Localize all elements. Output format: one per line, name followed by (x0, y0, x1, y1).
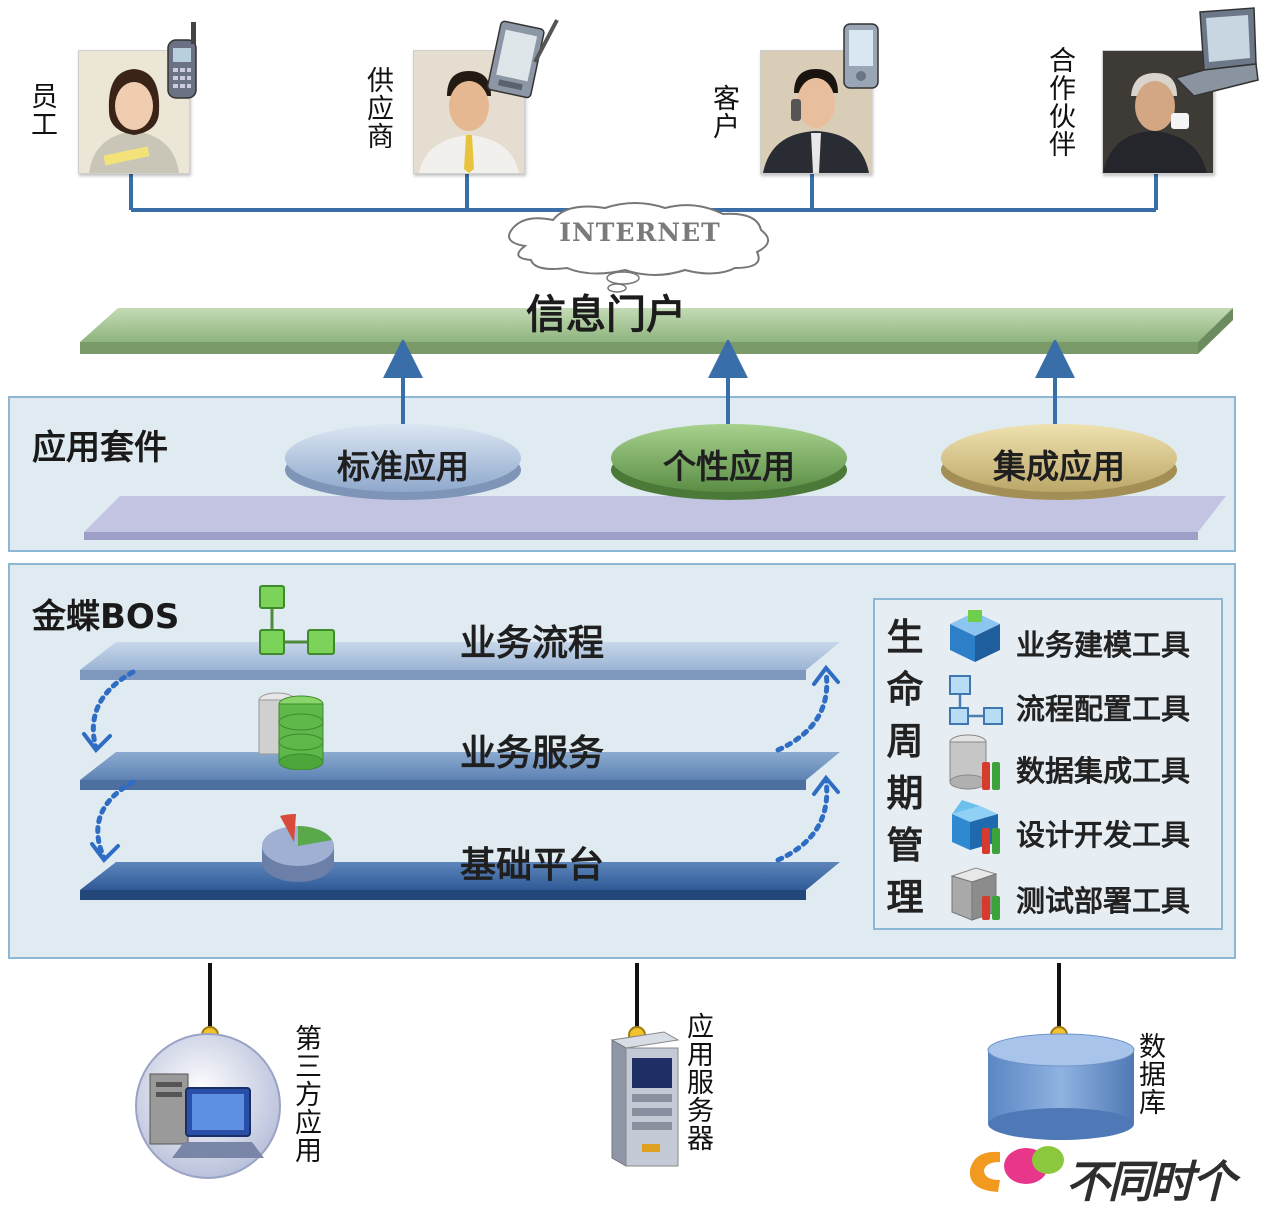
disc-label-custom: 个性应用 (663, 447, 795, 486)
internet-label: INTERNET (559, 218, 721, 247)
user-label: 合作伙伴 (1044, 46, 1075, 158)
box-tools-icon (952, 800, 1000, 854)
user-label: 客户 (708, 84, 739, 140)
tool-label: 设计开发工具 (1016, 818, 1191, 852)
pie-chart-icon (262, 813, 334, 882)
tool-label: 测试部署工具 (1016, 884, 1191, 918)
flowchart-icon (259, 585, 335, 655)
tool-label: 业务建模工具 (1016, 628, 1191, 662)
handheld-icon (843, 23, 879, 89)
lifecycle-title: 生命周期管理 (885, 612, 925, 924)
layer-label-process: 业务流程 (459, 623, 604, 664)
database-stack-icon (258, 692, 324, 770)
lifecycle-title-char: 生 (886, 616, 924, 659)
database-tools-icon (949, 734, 1000, 790)
lifecycle-title-text: 生命周期管理 (885, 612, 925, 924)
partner-photo (1102, 50, 1214, 174)
watermark-text: 不同时个 (1066, 1157, 1236, 1208)
disc-standard-app (285, 424, 521, 500)
layer-label-platform: 基础平台 (459, 845, 604, 886)
internet-cloud-icon (508, 202, 769, 293)
watermark-logo (969, 1146, 1064, 1192)
bottom-label-app-server: 应用服务器 (682, 1012, 713, 1152)
computer-icon (135, 1033, 281, 1179)
lifecycle-title-char: 期 (886, 772, 924, 815)
bottom-label-database: 数据库 (1134, 1032, 1165, 1116)
lifecycle-box (873, 598, 1223, 930)
bos-title: 金蝶BOS (32, 597, 180, 637)
mobile-phone-icon (167, 22, 197, 99)
tool-label: 数据集成工具 (1016, 754, 1191, 788)
server-tools-icon (950, 867, 1000, 921)
app-suite-base (84, 496, 1226, 540)
layer-label-service: 业务服务 (459, 733, 604, 774)
portal-arrows (383, 340, 1075, 425)
flowchart-tool-icon (949, 675, 1003, 725)
lifecycle-title-char: 管 (886, 824, 924, 867)
lifecycle-title-char: 理 (886, 876, 924, 919)
lifecycle-title-char: 周 (886, 720, 924, 763)
user-label: 供应商 (362, 66, 393, 150)
database-icon (987, 1033, 1135, 1140)
layer-business-service (80, 752, 840, 790)
laptop-icon (1174, 7, 1259, 97)
disc-label-standard: 标准应用 (337, 447, 469, 486)
server-icon (610, 1031, 680, 1167)
portal-platform (80, 308, 1233, 354)
user-label: 员工 (26, 82, 57, 138)
tool-label: 流程配置工具 (1016, 692, 1191, 726)
app-suite-title: 应用套件 (32, 428, 168, 468)
disc-label-integrated: 集成应用 (993, 447, 1125, 486)
bottom-label-third-party: 第三方应用 (290, 1024, 321, 1164)
cube-model-icon (950, 610, 1000, 662)
lifecycle-title-char: 命 (886, 668, 924, 711)
portal-label: 信息门户 (526, 292, 686, 338)
pda-icon (486, 19, 559, 99)
disc-custom-app (611, 424, 847, 500)
disc-integrated-app (941, 424, 1177, 500)
